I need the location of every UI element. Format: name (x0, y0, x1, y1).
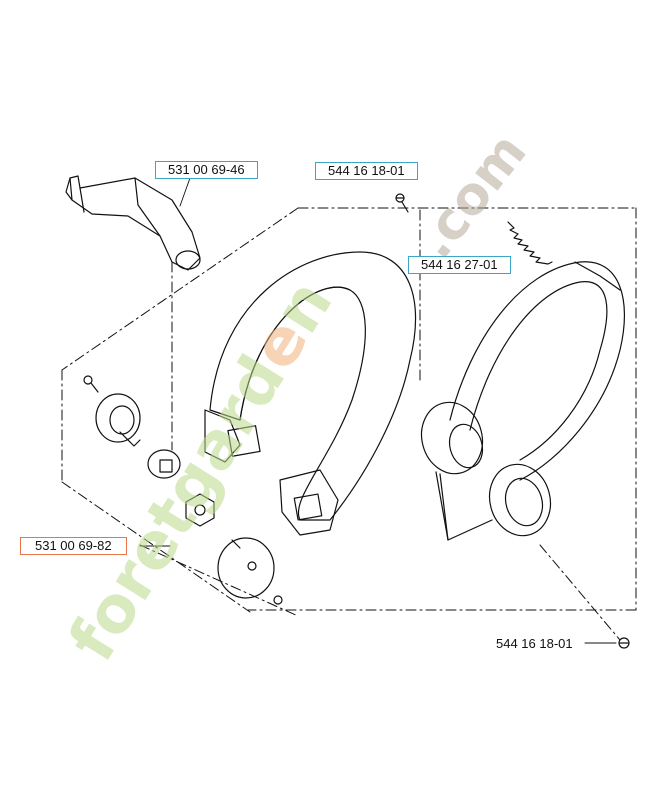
part-label-531-00-69-82: 531 00 69-82 (20, 537, 127, 555)
handle-ring-rear (420, 261, 626, 541)
bushing-part (147, 449, 181, 479)
guard-bracket-part (65, 175, 201, 271)
part-label-544-16-18-01-bottom: 544 16 18-01 (496, 636, 573, 651)
leader-lines (139, 177, 617, 644)
part-label-531-00-69-46: 531 00 69-46 (155, 161, 258, 179)
nut-part (185, 493, 215, 527)
knob-part (95, 393, 141, 447)
part-label-544-16-18-01-top: 544 16 18-01 (315, 162, 418, 180)
spring-part (507, 221, 553, 265)
disc-part (217, 537, 275, 599)
screw-left (83, 375, 99, 393)
part-label-544-16-27-01: 544 16 27-01 (408, 256, 511, 274)
screw-bottom-right (618, 637, 630, 649)
screw-top (395, 193, 409, 213)
handle-ring-front (204, 251, 417, 536)
screw-bottom-left (273, 595, 283, 605)
assembly-frame (61, 207, 637, 641)
